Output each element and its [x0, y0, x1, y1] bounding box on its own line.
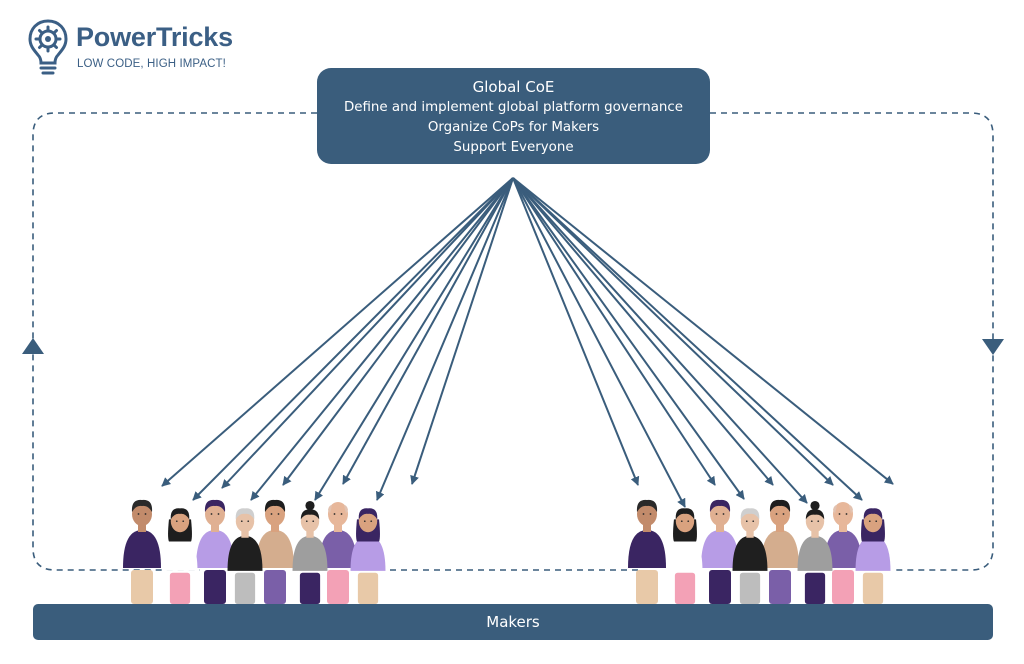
person-figure-4 — [732, 508, 768, 604]
loop-arrow-up-icon — [22, 338, 44, 354]
person-figure-6 — [292, 500, 328, 604]
feedback-loop-left — [32, 112, 317, 571]
people-group-right — [628, 499, 891, 604]
connector-arrow-3 — [221, 177, 514, 489]
connector-arrow-13 — [512, 177, 745, 500]
person-figure-5 — [761, 499, 799, 604]
connector-arrow-1 — [161, 177, 514, 487]
connector-arrow-10 — [512, 177, 640, 486]
coe-line-cops: Organize CoPs for Makers — [427, 120, 600, 135]
coe-line-governance: Define and implement global platform gov… — [343, 100, 684, 115]
connector-arrow-4 — [250, 177, 514, 501]
person-figure-7 — [824, 502, 862, 604]
coe-title: Global CoE — [472, 78, 555, 96]
connector-arrow-17 — [512, 177, 863, 501]
person-figure-1 — [123, 499, 161, 604]
connector-arrow-7 — [342, 177, 514, 485]
person-figure-2 — [667, 508, 703, 604]
connector-arrow-14 — [512, 177, 774, 486]
connector-arrow-9 — [410, 177, 514, 485]
connector-arrow-16 — [512, 177, 834, 486]
connector-arrow-15 — [512, 177, 808, 504]
connector-arrow-8 — [376, 177, 514, 501]
connector-arrow-11 — [512, 177, 686, 508]
connector-arrow-2 — [192, 177, 514, 501]
logo-tagline: LOW CODE, HIGH IMPACT! — [77, 58, 226, 70]
person-figure-8 — [350, 508, 386, 604]
logo: PowerTricks LOW CODE, HIGH IMPACT! — [26, 18, 266, 80]
person-figure-4 — [227, 508, 263, 604]
makers-bar: Makers — [33, 604, 993, 640]
connector-arrow-5 — [282, 177, 514, 486]
person-figure-5 — [256, 499, 294, 604]
person-figure-3 — [196, 499, 234, 604]
person-figure-6 — [797, 500, 833, 604]
connector-arrow-6 — [314, 177, 514, 501]
feedback-loop-right — [710, 112, 994, 571]
logo-name: PowerTricks — [76, 22, 233, 52]
connector-arrow-18 — [512, 177, 894, 485]
person-figure-3 — [701, 499, 739, 604]
person-figure-7 — [319, 502, 357, 604]
fan-out-arrows — [161, 177, 894, 508]
loop-arrow-down-icon — [982, 339, 1004, 355]
lightbulb-gear-icon — [28, 19, 68, 75]
makers-label: Makers — [486, 613, 540, 631]
person-figure-8 — [855, 508, 891, 604]
connector-arrow-12 — [512, 177, 716, 486]
person-figure-2 — [162, 508, 198, 604]
people-group-left — [123, 499, 386, 604]
coe-line-support: Support Everyone — [453, 140, 574, 155]
person-figure-1 — [628, 499, 666, 604]
global-coe-box: Global CoE Define and implement global p… — [317, 68, 710, 164]
